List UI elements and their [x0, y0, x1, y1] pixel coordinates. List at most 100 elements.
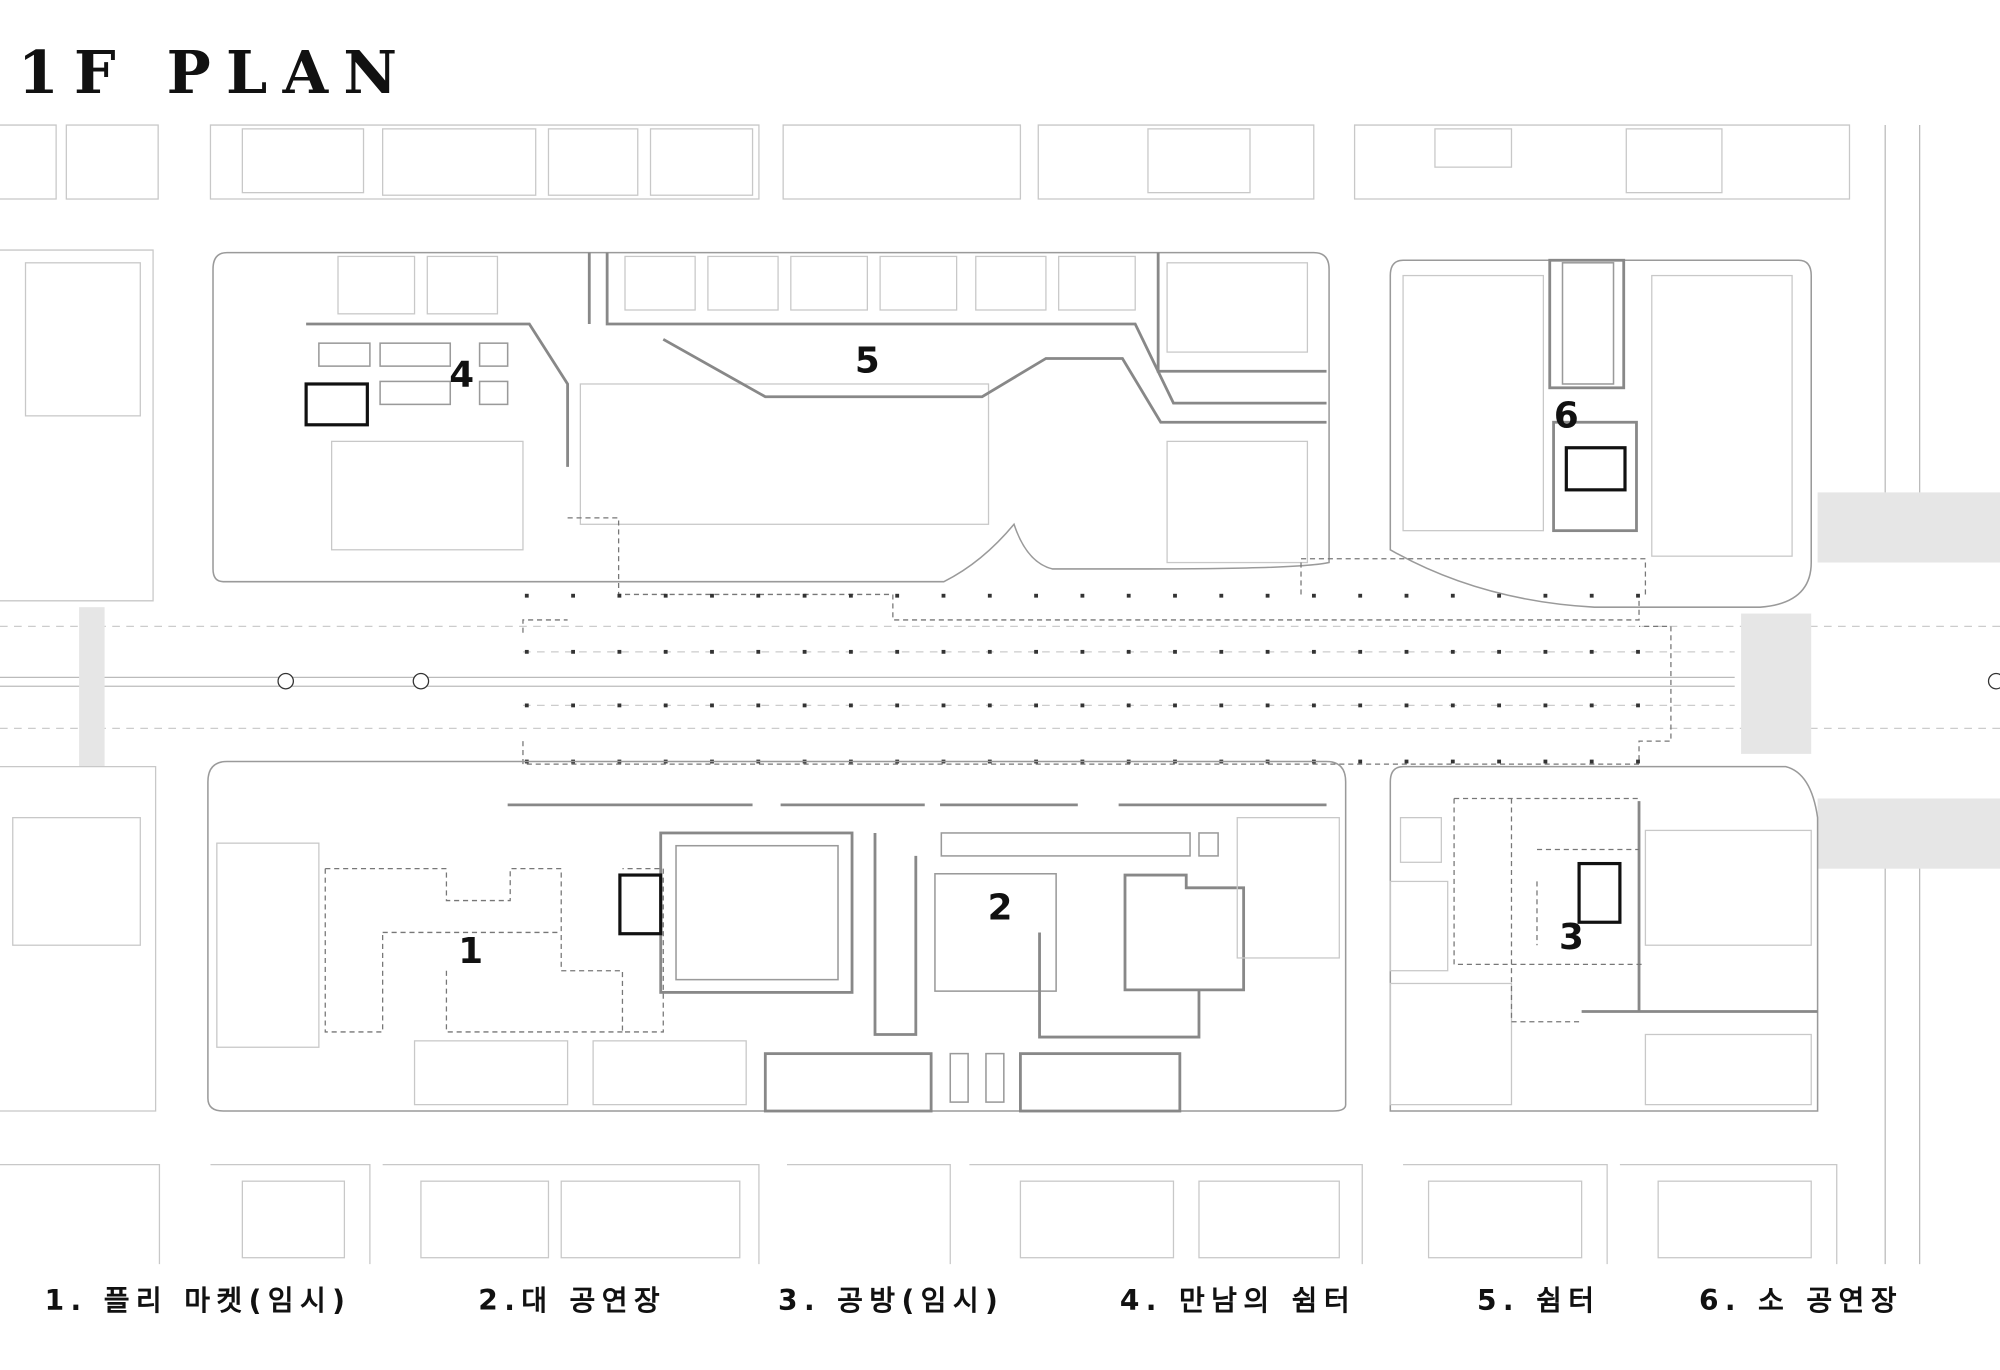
column-marker	[802, 593, 807, 598]
column-marker	[1219, 593, 1224, 598]
column-marker	[987, 703, 992, 708]
core-icon	[304, 382, 369, 427]
column-marker	[663, 649, 668, 654]
column-marker	[1219, 703, 1224, 708]
column-marker	[1450, 703, 1455, 708]
core-icon	[618, 873, 663, 936]
context-buildings-bottom	[0, 1163, 1838, 1265]
column-marker	[1450, 759, 1455, 764]
column-marker	[1543, 649, 1548, 654]
column-marker	[617, 593, 622, 598]
column-marker	[1265, 593, 1270, 598]
column-marker	[524, 593, 529, 598]
column-marker	[663, 703, 668, 708]
column-marker	[617, 703, 622, 708]
column-marker	[1543, 593, 1548, 598]
column-marker	[1265, 703, 1270, 708]
context-buildings-top	[0, 124, 1851, 200]
column-marker	[1497, 703, 1502, 708]
column-marker	[1404, 649, 1409, 654]
column-marker	[1404, 759, 1409, 764]
core-icon	[1564, 446, 1627, 492]
column-marker	[895, 703, 900, 708]
northeast-block	[1389, 258, 1812, 608]
column-marker	[1034, 593, 1039, 598]
column-marker	[848, 703, 853, 708]
legend-item-3: 3. 공방(임시)	[778, 1284, 1004, 1317]
column-marker	[571, 593, 575, 598]
column-marker	[1311, 649, 1316, 654]
column-marker	[941, 649, 946, 654]
column-marker	[617, 649, 622, 654]
column-marker	[756, 703, 761, 708]
column-marker	[848, 649, 853, 654]
label-5: 5	[855, 340, 880, 381]
column-marker	[756, 593, 761, 598]
column-marker	[571, 703, 575, 708]
column-marker	[1404, 703, 1409, 708]
label-1: 1	[458, 931, 483, 972]
column-marker	[1543, 759, 1548, 764]
label-6: 6	[1554, 395, 1579, 436]
column-marker	[802, 649, 807, 654]
label-3: 3	[1559, 917, 1584, 958]
legend-item-5: 5. 쉼터	[1477, 1284, 1600, 1317]
column-marker	[1219, 649, 1224, 654]
column-marker	[1126, 703, 1131, 708]
column-marker	[1311, 703, 1316, 708]
column-marker	[941, 703, 946, 708]
column-marker	[1080, 649, 1085, 654]
column-marker	[710, 703, 714, 708]
column-marker	[524, 703, 529, 708]
column-marker	[756, 649, 761, 654]
label-2: 2	[988, 888, 1013, 929]
legend-item-1: 1. 플리 마켓(임시)	[45, 1284, 352, 1317]
core-icon	[1577, 861, 1622, 924]
legend-item-2: 2.대 공연장	[478, 1284, 666, 1317]
south-block	[0, 760, 1347, 1113]
column-marker	[1589, 649, 1594, 654]
column-marker	[1034, 703, 1039, 708]
column-marker	[1404, 593, 1409, 598]
column-marker	[941, 593, 946, 598]
column-marker	[1589, 593, 1594, 598]
label-4: 4	[449, 355, 474, 396]
column-marker	[1358, 649, 1363, 654]
column-marker	[1543, 703, 1548, 708]
north-block	[0, 249, 1330, 602]
column-marker	[1450, 649, 1455, 654]
column-marker	[1636, 649, 1640, 654]
column-marker	[1080, 703, 1085, 708]
column-marker	[895, 593, 900, 598]
column-marker	[1497, 649, 1502, 654]
column-marker	[1173, 593, 1177, 598]
column-marker	[1497, 759, 1502, 764]
column-marker	[1126, 649, 1131, 654]
plan-title: 1F PLAN	[18, 38, 413, 107]
legend-item-6: 6. 소 공연장	[1699, 1284, 1903, 1317]
column-marker	[710, 649, 714, 654]
column-marker	[571, 649, 575, 654]
column-marker	[1173, 649, 1177, 654]
column-marker	[524, 649, 529, 654]
column-marker	[1358, 703, 1363, 708]
column-marker	[1589, 759, 1594, 764]
column-marker	[1636, 759, 1640, 764]
column-marker	[1265, 649, 1270, 654]
column-marker	[1450, 593, 1455, 598]
column-marker	[1636, 593, 1640, 598]
column-marker	[987, 593, 992, 598]
column-marker	[1080, 593, 1085, 598]
column-marker	[1173, 703, 1177, 708]
column-marker	[663, 593, 668, 598]
column-marker	[1589, 703, 1594, 708]
legend-item-4: 4. 만남의 쉼터	[1120, 1284, 1356, 1317]
column-marker	[987, 649, 992, 654]
column-marker	[710, 593, 714, 598]
column-marker	[1126, 593, 1131, 598]
column-marker	[802, 703, 807, 708]
main-street	[0, 125, 2000, 1265]
column-grid	[524, 593, 1640, 764]
column-marker	[1311, 593, 1316, 598]
